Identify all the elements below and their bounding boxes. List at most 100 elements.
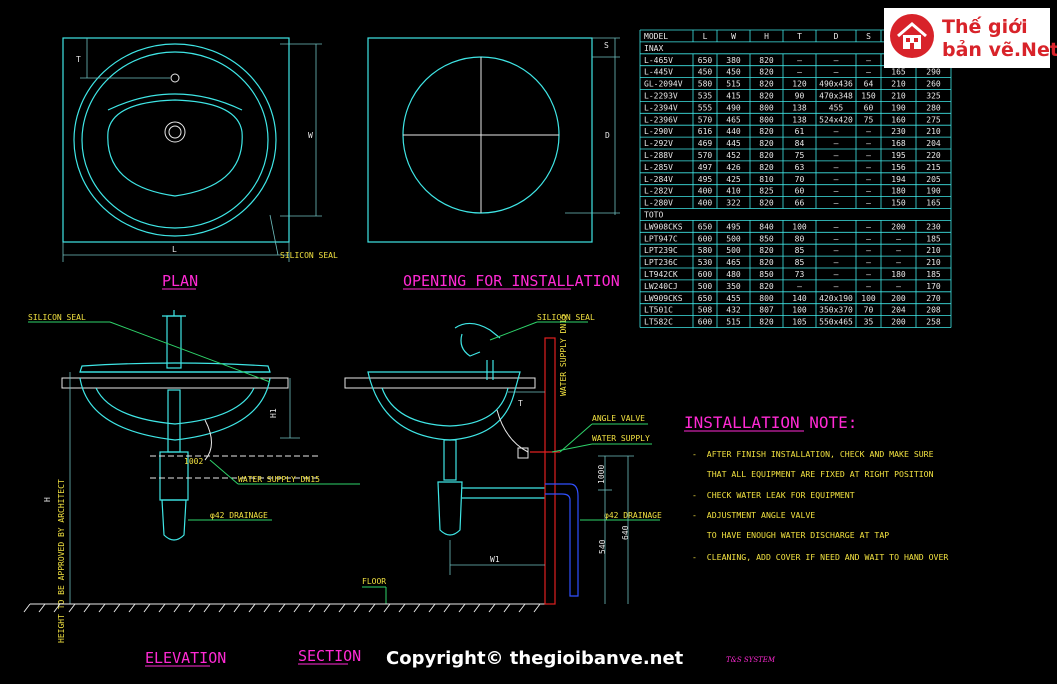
section-counter bbox=[344, 377, 536, 389]
table-cell: – bbox=[797, 68, 802, 77]
spec-table: MODELLWHTDSH1W1INAXL-465V650380820–––165… bbox=[639, 29, 952, 328]
table-cell: 426 bbox=[726, 163, 741, 172]
table-cell: 570 bbox=[698, 151, 713, 160]
table-cell: – bbox=[866, 68, 871, 77]
table-cell: 280 bbox=[926, 103, 941, 112]
plan-basin-rim-outer bbox=[73, 43, 277, 237]
table-group-label: INAX bbox=[644, 44, 663, 53]
table-cell: 61 bbox=[795, 127, 805, 136]
table-cell: 500 bbox=[726, 234, 741, 243]
table-cell: L-288V bbox=[644, 151, 673, 160]
table-cell: 580 bbox=[698, 246, 713, 255]
section-drainage-label: φ42 DRAINAGE bbox=[604, 511, 662, 520]
table-cell: 515 bbox=[726, 80, 741, 89]
table-cell: 100 bbox=[792, 222, 807, 231]
table-cell: – bbox=[797, 282, 802, 291]
table-cell: 210 bbox=[926, 127, 941, 136]
table-cell: 820 bbox=[759, 258, 774, 267]
table-cell: 75 bbox=[795, 151, 805, 160]
section-title: SECTION bbox=[298, 647, 361, 665]
table-cell: 156 bbox=[891, 163, 906, 172]
table-cell: – bbox=[834, 282, 839, 291]
plan-view: L W T SILICON SEAL PLAN bbox=[62, 37, 338, 290]
table-cell: 820 bbox=[759, 246, 774, 255]
table-cell: 820 bbox=[759, 68, 774, 77]
elev-dim-H1-label: H1 bbox=[269, 408, 278, 418]
table-cell: – bbox=[866, 187, 871, 196]
plan-drain-inner bbox=[168, 125, 182, 139]
table-cell: 508 bbox=[698, 306, 713, 315]
table-cell: 195 bbox=[891, 151, 906, 160]
section-drain-pipe bbox=[462, 487, 545, 499]
table-cell: 400 bbox=[698, 187, 713, 196]
table-cell: 165 bbox=[891, 68, 906, 77]
table-cell: 495 bbox=[726, 222, 741, 231]
table-cell: – bbox=[834, 151, 839, 160]
table-cell: 440 bbox=[726, 127, 741, 136]
table-cell: 275 bbox=[926, 115, 941, 124]
plan-title: PLAN bbox=[162, 272, 198, 290]
table-cell: 170 bbox=[926, 282, 941, 291]
plan-counter-outline bbox=[62, 37, 290, 243]
table-header-cell: L bbox=[703, 32, 708, 41]
table-cell: LPT239C bbox=[644, 246, 678, 255]
elev-trap-pipe bbox=[167, 389, 181, 453]
installation-note: INSTALLATION NOTE: - AFTER FINISH INSTAL… bbox=[684, 413, 948, 562]
table-cell: – bbox=[834, 163, 839, 172]
house-icon bbox=[890, 14, 934, 58]
plan-basin-rim-inner bbox=[81, 51, 269, 229]
section-trap bbox=[443, 439, 457, 481]
table-cell: 535 bbox=[698, 92, 713, 101]
site-logo: Thế giới bản vẽ.Net bbox=[884, 8, 1057, 68]
elev-dim-1002: 1002 bbox=[184, 457, 203, 466]
table-cell: LPT947C bbox=[644, 234, 678, 243]
table-cell: 432 bbox=[726, 306, 741, 315]
table-cell: 450 bbox=[726, 68, 741, 77]
table-cell: 140 bbox=[792, 294, 807, 303]
table-cell: 800 bbox=[759, 115, 774, 124]
table-cell: L-292V bbox=[644, 139, 673, 148]
section-wall bbox=[544, 337, 556, 605]
table-cell: 150 bbox=[861, 92, 876, 101]
table-cell: 600 bbox=[698, 270, 713, 279]
table-cell: 445 bbox=[726, 139, 741, 148]
table-cell: 204 bbox=[926, 139, 941, 148]
table-cell: – bbox=[896, 246, 901, 255]
table-cell: – bbox=[866, 56, 871, 65]
table-cell: 150 bbox=[891, 199, 906, 208]
table-cell: 600 bbox=[698, 234, 713, 243]
table-cell: 820 bbox=[759, 151, 774, 160]
table-cell: 138 bbox=[792, 115, 807, 124]
note-line-2: THAT ALL EQUIPMENT ARE FIXED AT RIGHT PO… bbox=[692, 469, 934, 479]
table-cell: L-2293V bbox=[644, 92, 678, 101]
dim-540-label: 540 bbox=[598, 539, 607, 554]
table-cell: 465 bbox=[726, 115, 741, 124]
table-cell: 820 bbox=[759, 92, 774, 101]
table-cell: – bbox=[866, 246, 871, 255]
table-cell: 210 bbox=[891, 80, 906, 89]
table-cell: – bbox=[834, 175, 839, 184]
table-cell: 70 bbox=[795, 175, 805, 184]
table-cell: – bbox=[834, 68, 839, 77]
table-cell: 470x348 bbox=[819, 92, 853, 101]
table-cell: 35 bbox=[864, 318, 874, 327]
table-cell: 105 bbox=[792, 318, 807, 327]
table-cell: 200 bbox=[891, 222, 906, 231]
plan-silicon-seal-label: SILICON SEAL bbox=[280, 251, 338, 260]
table-cell: 469 bbox=[698, 139, 713, 148]
table-cell: 800 bbox=[759, 103, 774, 112]
table-cell: 570 bbox=[698, 115, 713, 124]
table-cell: 84 bbox=[795, 139, 805, 148]
table-cell: – bbox=[797, 56, 802, 65]
small-mark: T&S SYSTEM bbox=[726, 656, 776, 664]
section-supply-hose bbox=[496, 409, 529, 453]
dim-1000-label: 1000 bbox=[597, 465, 606, 484]
table-cell: L-280V bbox=[644, 199, 673, 208]
table-cell: 185 bbox=[926, 234, 941, 243]
installation-note-title: INSTALLATION NOTE: bbox=[684, 413, 857, 432]
table-cell: 180 bbox=[891, 187, 906, 196]
table-cell: – bbox=[896, 234, 901, 243]
table-cell: 70 bbox=[864, 306, 874, 315]
elev-height-note: HEIGHT TO BE APPROVED BY ARCHITECT bbox=[57, 479, 66, 643]
table-cell: 190 bbox=[891, 103, 906, 112]
